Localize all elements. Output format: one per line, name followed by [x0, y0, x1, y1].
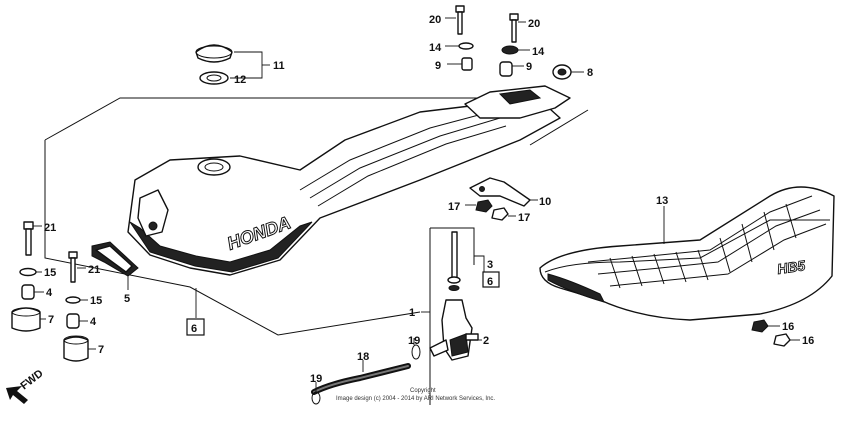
callout-box-6-cock	[482, 271, 500, 288]
callout-18: 18	[357, 351, 369, 363]
forward-label: FWD	[18, 367, 45, 392]
callout-19b: 19	[310, 373, 322, 385]
bolt-right[interactable]	[509, 13, 519, 43]
tube-clip-upper[interactable]	[411, 344, 421, 360]
callout-16a: 16	[782, 321, 794, 333]
callout-8: 8	[587, 67, 593, 79]
callout-4a: 4	[46, 287, 53, 299]
washer-left[interactable]	[458, 42, 474, 50]
collar-4-left[interactable]	[21, 284, 35, 300]
callout-numbers: 20 20 14 14 9 9 8 11 12 13 10 17 17 3 6 …	[44, 14, 814, 385]
fuel-tank[interactable]: HONDA	[127, 85, 571, 276]
bolt-21-right[interactable]	[68, 251, 78, 283]
forward-arrow-icon	[6, 386, 28, 404]
seat-brand-text: HB5	[776, 257, 806, 277]
callout-21a: 21	[44, 222, 56, 234]
copyright-line2: Image design (c) 2004 - 2014 by ARI Netw…	[336, 396, 495, 402]
seat[interactable]: HB5	[539, 186, 835, 321]
callout-17a: 17	[448, 201, 460, 213]
callout-14b: 14	[532, 46, 545, 58]
callout-14a: 14	[429, 42, 442, 54]
washer-15-right[interactable]	[65, 296, 81, 304]
nut-right[interactable]	[491, 207, 509, 221]
grommet[interactable]	[552, 64, 572, 80]
callout-12: 12	[234, 74, 246, 86]
callout-16b: 16	[802, 335, 814, 347]
callout-5: 5	[124, 293, 130, 305]
seat-pleats	[587, 195, 827, 289]
callout-2: 2	[483, 335, 489, 347]
callout-20a: 20	[429, 14, 441, 26]
bolt-left[interactable]	[455, 5, 465, 35]
collar-right[interactable]	[499, 61, 513, 77]
cap-gasket[interactable]	[199, 71, 229, 85]
callout-7b: 7	[98, 344, 104, 356]
bolt-21-left[interactable]	[23, 221, 34, 256]
callout-13: 13	[656, 195, 668, 207]
cushion-7-left[interactable]	[11, 307, 41, 332]
callout-6a: 6	[191, 323, 197, 335]
fuel-cock-box	[429, 227, 475, 405]
fuel-cock[interactable]	[429, 299, 479, 361]
callout-6b: 6	[487, 276, 493, 288]
callout-4b: 4	[90, 316, 97, 328]
callout-19a: 19	[408, 335, 420, 347]
callout-17b: 17	[518, 212, 530, 224]
filler-cap[interactable]	[195, 44, 233, 63]
callout-10: 10	[539, 196, 551, 208]
fuel-strainer-pipe[interactable]	[447, 231, 461, 291]
callout-9b: 9	[526, 61, 532, 73]
callout-7a: 7	[48, 314, 54, 326]
seat-nut-lower[interactable]	[773, 333, 791, 347]
seat-nut-upper[interactable]	[751, 319, 769, 333]
cushion-7-right[interactable]	[63, 335, 89, 362]
collar-4-right[interactable]	[66, 313, 80, 329]
callout-15b: 15	[90, 295, 102, 307]
copyright-line1: Copyright	[410, 388, 436, 394]
callout-15a: 15	[44, 267, 56, 279]
callout-9a: 9	[435, 60, 441, 72]
assembly-frame	[44, 97, 589, 336]
callout-21b: 21	[88, 264, 100, 276]
collar-left[interactable]	[461, 57, 473, 71]
fuel-tube[interactable]	[311, 363, 411, 395]
callout-box-6-tank	[186, 318, 205, 336]
washer-15-left[interactable]	[19, 267, 37, 277]
callout-11: 11	[273, 60, 285, 72]
washer-right[interactable]	[501, 45, 519, 55]
nut-left[interactable]	[475, 199, 493, 213]
callout-1: 1	[409, 307, 415, 319]
tank-stay-bracket[interactable]	[469, 177, 531, 207]
callout-3: 3	[487, 259, 493, 271]
callout-20b: 20	[528, 18, 540, 30]
